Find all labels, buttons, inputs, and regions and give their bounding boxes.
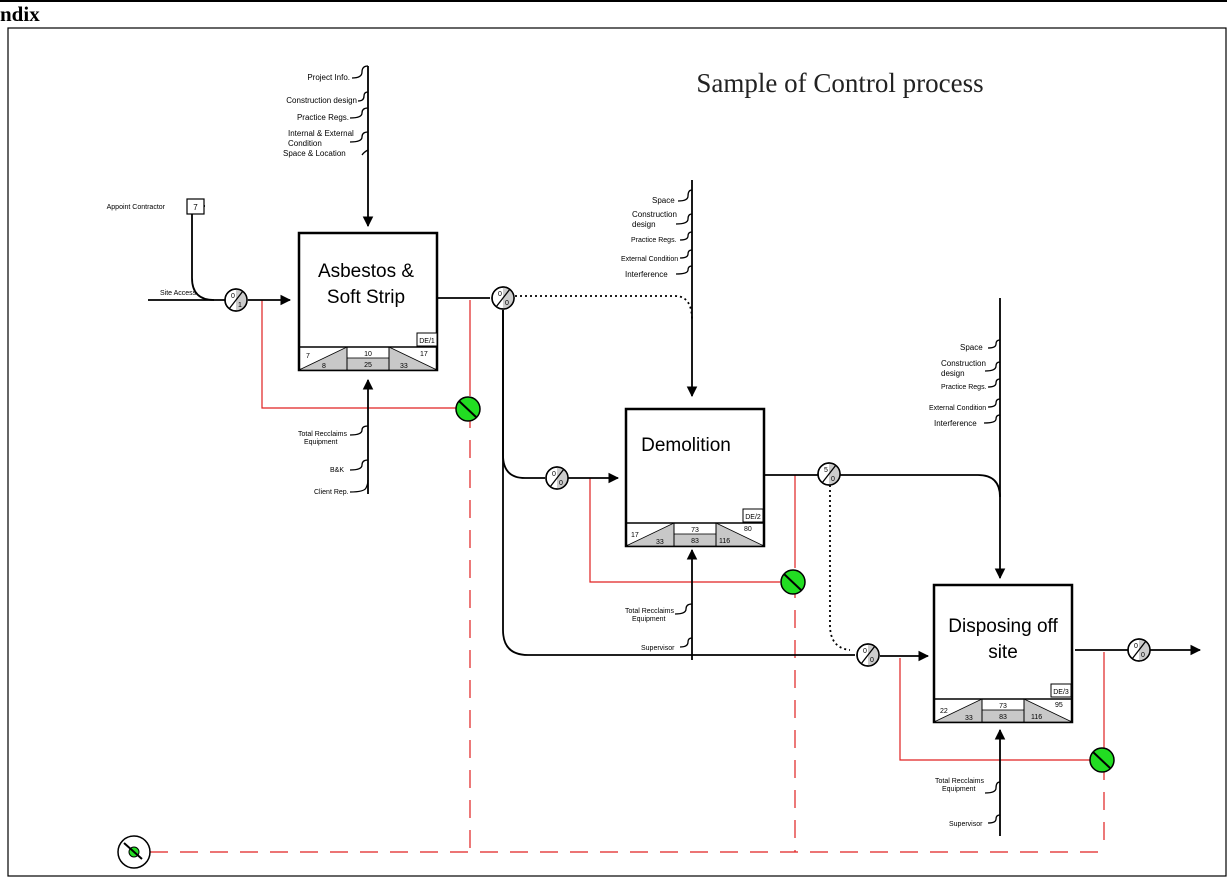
- process-name-disposing-1: Disposing off: [948, 616, 1058, 637]
- process-code-demolition: DE/2: [745, 514, 761, 521]
- label-equipment-3: Equipment: [942, 786, 976, 793]
- contractor-box-number: 7: [193, 203, 198, 212]
- flow-node-3[interactable]: 0 0: [545, 466, 569, 490]
- node-1-top: 0: [231, 293, 235, 300]
- process-box-demolition[interactable]: Demolition DE/2 17 33 73 83 80 116: [624, 407, 766, 548]
- process-box-disposing[interactable]: Disposing off site DE/3 22 33 73 83 95 1…: [932, 583, 1074, 724]
- flow-node-4[interactable]: 5 0: [817, 462, 841, 486]
- label-practice-regs-2: Practice Regs.: [631, 237, 677, 244]
- disposing-right-bottom: 116: [1031, 714, 1042, 721]
- flow-node-5[interactable]: 0 0: [856, 643, 880, 667]
- process-code-disposing: DE/3: [1053, 689, 1069, 696]
- flow-node-1[interactable]: 0 1: [224, 288, 248, 312]
- label-client-rep: Client Rep.: [314, 489, 349, 496]
- label-construction-3: Construction: [941, 359, 986, 368]
- label-design-3: design: [941, 369, 965, 378]
- label-supervisor-2: Supervisor: [641, 645, 675, 652]
- asbestos-right-top: 17: [420, 351, 428, 358]
- node-6-bottom: 0: [1141, 652, 1145, 659]
- demolition-left-bottom: 33: [656, 539, 664, 546]
- node-4-bottom: 0: [831, 476, 835, 483]
- disposing-mid-top: 73: [999, 703, 1007, 710]
- label-appoint-contractor: Appoint Contractor: [107, 204, 166, 211]
- asbestos-left-bottom: 8: [322, 363, 326, 370]
- process-box-asbestos[interactable]: Asbestos & Soft Strip DE/1 7 8 10 25 17 …: [297, 231, 439, 372]
- diagram-title: Sample of Control process: [696, 68, 983, 98]
- label-interference-2: Interference: [625, 270, 668, 279]
- label-condition: Condition: [288, 139, 322, 148]
- contractor-box: 7: [186, 198, 205, 215]
- process-code-asbestos: DE/1: [419, 338, 435, 345]
- label-equipment-2: Equipment: [632, 616, 666, 623]
- label-supervisor-3: Supervisor: [949, 821, 983, 828]
- sensor-green-2[interactable]: [780, 569, 806, 595]
- process-name-asbestos-2: Soft Strip: [327, 287, 405, 308]
- disposing-mid-bottom: 83: [999, 714, 1007, 721]
- label-site-access: Site Access: [160, 290, 197, 297]
- label-equipment-1: Equipment: [304, 439, 338, 446]
- label-space-location: Space & Location: [283, 149, 346, 158]
- master-controller[interactable]: [117, 835, 151, 869]
- sensor-green-3[interactable]: [1089, 747, 1115, 773]
- disposing-left-top: 22: [940, 708, 948, 715]
- node-3-top: 0: [552, 471, 556, 478]
- dotted-connectors: [515, 295, 851, 651]
- label-practice-regs-3: Practice Regs.: [941, 384, 987, 391]
- flow-node-2[interactable]: 0 0: [491, 286, 515, 310]
- label-total-recclaims-1: Total Recclaims: [298, 431, 348, 438]
- label-construction-2: Construction: [632, 210, 677, 219]
- label-design-2: design: [632, 220, 656, 229]
- demolition-right-bottom: 116: [719, 538, 730, 545]
- label-internal-external: Internal & External: [288, 129, 354, 138]
- flow-node-6[interactable]: 0 0: [1127, 638, 1151, 662]
- process-name-asbestos-1: Asbestos &: [318, 261, 414, 282]
- label-space-3: Space: [960, 343, 983, 352]
- header-text: ndix: [0, 2, 40, 26]
- asbestos-left-top: 7: [306, 353, 310, 360]
- demolition-right-top: 80: [744, 526, 752, 533]
- node-1-bottom: 1: [238, 302, 242, 309]
- node-2-bottom: 0: [505, 300, 509, 307]
- label-project-info: Project Info.: [307, 73, 350, 82]
- node-2-top: 0: [498, 291, 502, 298]
- node-3-bottom: 0: [559, 480, 563, 487]
- demolition-mid-bottom: 83: [691, 538, 699, 545]
- node-5-bottom: 0: [870, 657, 874, 664]
- header-strip: ndix: [0, 0, 1227, 30]
- flow-lines: [148, 66, 1202, 836]
- node-5-top: 0: [863, 648, 867, 655]
- asbestos-right-bottom: 33: [400, 363, 408, 370]
- label-ticks: [349, 65, 1001, 824]
- label-space-2: Space: [652, 196, 675, 205]
- label-interference-3: Interference: [934, 419, 977, 428]
- node-4-top: 5: [824, 467, 828, 474]
- node-6-top: 0: [1134, 643, 1138, 650]
- demolition-left-top: 17: [631, 532, 639, 539]
- disposing-right-top: 95: [1055, 702, 1063, 709]
- page-frame: [7, 27, 1227, 877]
- label-total-recclaims-3: Total Recclaims: [935, 778, 985, 785]
- demolition-mid-top: 73: [691, 527, 699, 534]
- disposing-left-bottom: 33: [965, 715, 973, 722]
- label-external-condition-3: External Condition: [929, 405, 986, 412]
- asbestos-mid-top: 10: [364, 351, 372, 358]
- feedback-dashed-lines: [150, 410, 1105, 853]
- label-construction-design: Construction design: [286, 96, 357, 105]
- sensor-red-lines: [261, 300, 1105, 761]
- asbestos-mid-bottom: 25: [364, 362, 372, 369]
- label-total-recclaims-2: Total Recclaims: [625, 608, 675, 615]
- label-external-condition-2: External Condition: [621, 256, 678, 263]
- process-name-demolition: Demolition: [641, 435, 731, 456]
- label-bk: B&K: [330, 467, 344, 474]
- process-name-disposing-2: site: [988, 642, 1018, 663]
- sensor-green-1[interactable]: [455, 396, 481, 422]
- label-practice-regs: Practice Regs.: [297, 113, 349, 122]
